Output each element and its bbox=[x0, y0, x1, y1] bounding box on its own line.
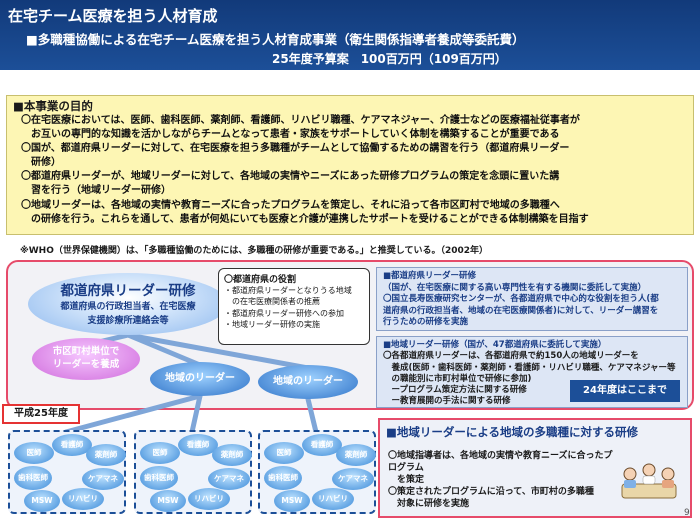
chip-doctor: 医師 bbox=[140, 442, 180, 464]
purpose-line: 〇地域リーダーは、各地域の実情や教育ニーズに合ったプログラムを策定し、それに沿っ… bbox=[21, 199, 560, 211]
chip-pharmacist: 薬剤師 bbox=[336, 444, 376, 466]
info-line: 養成(医師・歯科医師・薬剤師・看護師・リハビリ職種、ケアマネジャー等 bbox=[383, 362, 676, 373]
purpose-line: お互いの専門的な知識を活かしながらチームとなって患者・家族をサポートしていく体制… bbox=[21, 129, 560, 141]
slide-header: 在宅チーム医療を担う人材育成 ■多職種協働による在宅チーム医療を担う人材育成事業… bbox=[0, 0, 700, 70]
chip-dentist: 歯科医師 bbox=[264, 466, 302, 490]
local-leader-ellipse-1: 地域のリーダー bbox=[150, 362, 250, 396]
chip-msw: MSW bbox=[150, 490, 186, 512]
purpose-line: 研修） bbox=[21, 157, 61, 169]
profession-cluster: 医師 看護師 薬剤師 歯科医師 ケアマネ MSW リハビリ bbox=[134, 430, 252, 514]
chip-caremanager: ケアマネ bbox=[82, 468, 124, 490]
pref-leader-info-box: ■都道府県リーダー研修 （国が、在宅医療に関する高い専門性を有する機関に委託して… bbox=[376, 267, 688, 331]
purpose-line: 〇在宅医療においては、医師、歯科医師、薬剤師、看護師、リハビリ職種、ケアマネジャ… bbox=[21, 115, 580, 126]
chip-nurse: 看護師 bbox=[178, 434, 218, 456]
chip-nurse: 看護師 bbox=[52, 434, 92, 456]
info-line: ープログラム策定方法に関する研修 bbox=[383, 385, 527, 396]
pref-leader-training-ellipse: 都道府県リーダー研修 都道府県の行政担当者、在宅医療 支援診療所連絡会等 bbox=[28, 273, 228, 335]
chip-doctor: 医師 bbox=[14, 442, 54, 464]
info-line: ー教育展開の手法に関する研修 bbox=[383, 396, 511, 407]
local-training-line: 〇地域指導者は、各地域の実情や教育ニーズに合ったプログラム bbox=[388, 451, 613, 473]
pref-leader-sub2: 支援診療所連絡会等 bbox=[87, 316, 169, 326]
muni-line2: リーダーを養成 bbox=[52, 359, 120, 370]
budget-line: 25年度予算案 100百万円（109百万円） bbox=[272, 52, 507, 66]
chip-doctor: 医師 bbox=[264, 442, 304, 464]
chip-dentist: 歯科医師 bbox=[14, 466, 52, 490]
chip-rehab: リハビリ bbox=[312, 488, 354, 510]
info-line: 道府県の行政担当者、地域の在宅医療関係者)に対して、リーダー講習を bbox=[383, 305, 659, 316]
role-title: 〇都道府県の役割 bbox=[224, 275, 297, 285]
profession-cluster: 医師 看護師 薬剤師 歯科医師 ケアマネ MSW リハビリ bbox=[258, 430, 376, 514]
info-line: ■地域リーダー研修（国が、47都道府県に委託して実施） bbox=[383, 340, 607, 350]
chip-msw: MSW bbox=[24, 490, 60, 512]
info-line: 〇国立長寿医療研究センターが、各都道府県で中心的な役割を担う人(都 bbox=[383, 294, 659, 304]
slide-subtitle: ■多職種協働による在宅チーム医療を担う人材育成事業（衛生関係指導者養成等委託費） bbox=[26, 32, 525, 47]
local-training-box: ■地域リーダーによる地域の多職種に対する研修 〇地域指導者は、各地域の実情や教育… bbox=[378, 418, 692, 518]
info-line: （国が、在宅医療に関する高い専門性を有する機関に委託して実施） bbox=[383, 282, 647, 293]
local-training-items: 〇地域指導者は、各地域の実情や教育ニーズに合ったプログラム を策定 〇策定された… bbox=[388, 450, 618, 510]
info-line: ■都道府県リーダー研修 bbox=[383, 271, 477, 281]
info-line: 行うための研修を実施 bbox=[383, 317, 469, 327]
local-training-title: ■地域リーダーによる地域の多職種に対する研修 bbox=[386, 425, 639, 439]
fy24-badge: 24年度はここまで bbox=[570, 380, 680, 402]
role-item: ・都道府県リーダー研修への参加 bbox=[224, 308, 344, 318]
page-number: 9 bbox=[684, 508, 690, 518]
pref-leader-sub1: 都道府県の行政担当者、在宅医療 bbox=[60, 302, 196, 312]
chip-rehab: リハビリ bbox=[188, 488, 230, 510]
chip-msw: MSW bbox=[274, 490, 310, 512]
local-training-line: を策定 bbox=[388, 475, 425, 485]
purpose-list: 〇在宅医療においては、医師、歯科医師、薬剤師、看護師、リハビリ職種、ケアマネジャ… bbox=[21, 114, 689, 227]
role-item: の在宅医療関係者の推薦 bbox=[224, 297, 320, 307]
role-item: ・地域リーダー研修の実施 bbox=[224, 319, 320, 329]
chip-dentist: 歯科医師 bbox=[140, 466, 178, 490]
fiscal-year-label: 平成25年度 bbox=[2, 404, 80, 424]
purpose-box: ■本事業の目的 〇在宅医療においては、医師、歯科医師、薬剤師、看護師、リハビリ職… bbox=[6, 95, 694, 235]
info-line: 〇各都道府県リーダーは、各都道府県で約150人の地域リーダーを bbox=[383, 351, 639, 362]
profession-cluster: 医師 看護師 薬剤師 歯科医師 ケアマネ MSW リハビリ bbox=[8, 430, 126, 514]
chip-nurse: 看護師 bbox=[302, 434, 342, 456]
meeting-illustration-icon bbox=[621, 463, 677, 499]
local-training-line: 対象に研修を実施 bbox=[388, 499, 470, 509]
muni-line1: 市区町村単位で bbox=[52, 346, 120, 357]
pref-role-box: 〇都道府県の役割 ・都道府県リーダーとなりうる地域 の在宅医療関係者の推薦 ・都… bbox=[218, 268, 370, 345]
chip-caremanager: ケアマネ bbox=[208, 468, 250, 490]
local-training-line: 〇策定されたプログラムに沿って、市町村の多職種 bbox=[388, 487, 594, 497]
chip-pharmacist: 薬剤師 bbox=[86, 444, 126, 466]
purpose-line: 〇国が、都道府県リーダーに対して、在宅医療を担う多職種がチームとして協働するため… bbox=[21, 143, 570, 155]
chip-caremanager: ケアマネ bbox=[332, 468, 374, 490]
purpose-line: 習を行う（地域リーダー研修） bbox=[21, 185, 171, 197]
chip-rehab: リハビリ bbox=[62, 488, 104, 510]
info-line: の職能別に市町村単位で研修に参加) bbox=[383, 373, 532, 384]
pref-leader-title: 都道府県リーダー研修 bbox=[60, 283, 196, 299]
purpose-line: の研修を行う。これらを通して、患者が何処にいても医療と介護が連携したサポートを受… bbox=[21, 213, 589, 225]
role-item: ・都道府県リーダーとなりうる地域 bbox=[224, 286, 352, 295]
local-leader-ellipse-2: 地域のリーダー bbox=[258, 365, 358, 399]
chip-pharmacist: 薬剤師 bbox=[212, 444, 252, 466]
purpose-line: 〇都道府県リーダーが、地域リーダーに対して、各地域の実情やニーズにあった研修プロ… bbox=[21, 171, 560, 183]
who-note: ※WHO（世界保健機関）は、「多職種協働のためには、多職種の研修が重要である。」… bbox=[20, 246, 489, 256]
muni-leader-ellipse: 市区町村単位で リーダーを養成 bbox=[32, 338, 140, 380]
slide-title: 在宅チーム医療を担う人材育成 bbox=[8, 7, 218, 25]
purpose-title: ■本事業の目的 bbox=[13, 99, 93, 113]
